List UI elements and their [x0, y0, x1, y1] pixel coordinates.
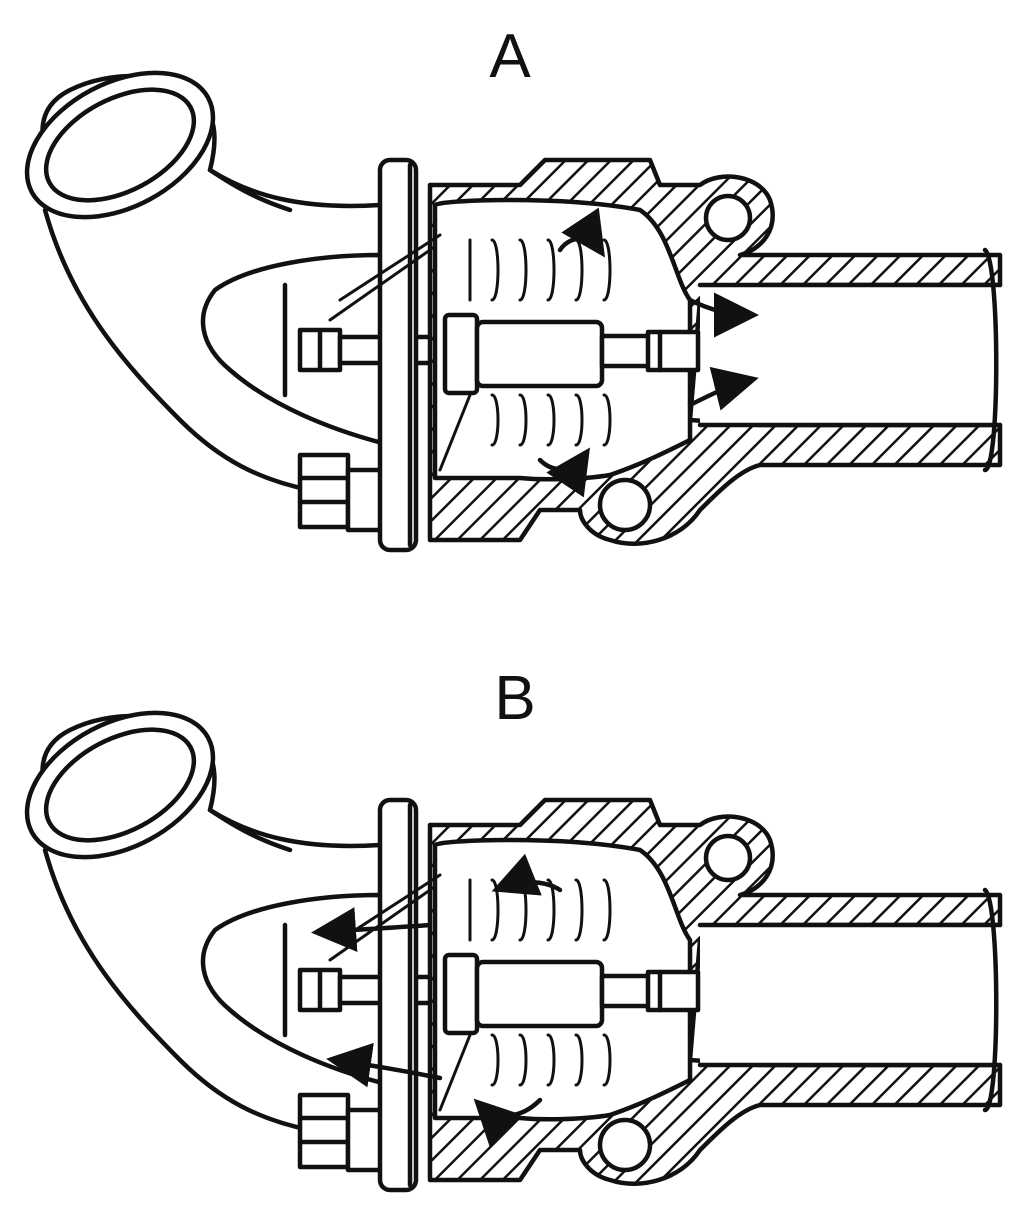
thermostat-closed-drawing	[3, 43, 1000, 550]
panel-label-b: B	[494, 664, 536, 733]
thermostat-open-drawing	[3, 683, 1000, 1190]
panel-label-a: A	[489, 22, 531, 91]
